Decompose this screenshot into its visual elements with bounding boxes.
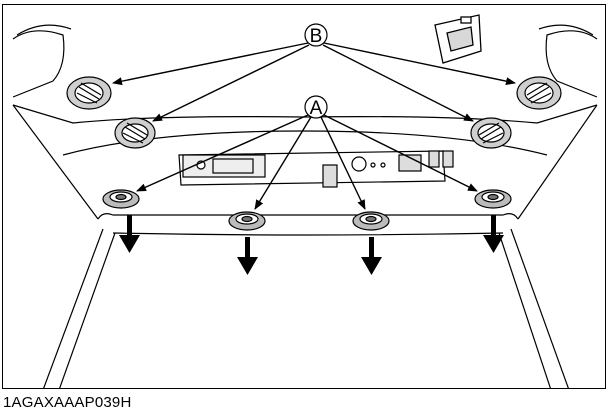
overhead-console (178, 150, 454, 188)
down-arrow-icon (237, 237, 258, 275)
down-arrow-icon (483, 215, 504, 253)
circular-air-vent-icon (66, 76, 112, 110)
callout-b-label: B (310, 26, 323, 47)
callout-a: A (304, 95, 328, 119)
callout-a-leaders (136, 114, 478, 210)
circular-air-vent-icon (114, 117, 156, 149)
circular-air-vent-icon (470, 117, 512, 149)
callout-a-label: A (310, 98, 323, 119)
circular-air-vent-icon (516, 76, 562, 110)
callout-b: B (304, 23, 328, 47)
down-arrow-icon (361, 237, 382, 275)
callout-b-leaders (112, 42, 516, 122)
round-air-outlet-icon (228, 211, 266, 231)
figure-code: 1AGAXAAAP039H (3, 394, 132, 411)
mirror-bracket (434, 14, 482, 64)
round-air-outlet-icon (474, 189, 512, 209)
down-arrow-icon (119, 215, 140, 253)
cab-ceiling-diagram: B A (12, 14, 598, 388)
round-air-outlet-icon (102, 189, 140, 209)
diagram-frame: B A (2, 4, 606, 389)
round-air-outlet-icon (352, 211, 390, 231)
